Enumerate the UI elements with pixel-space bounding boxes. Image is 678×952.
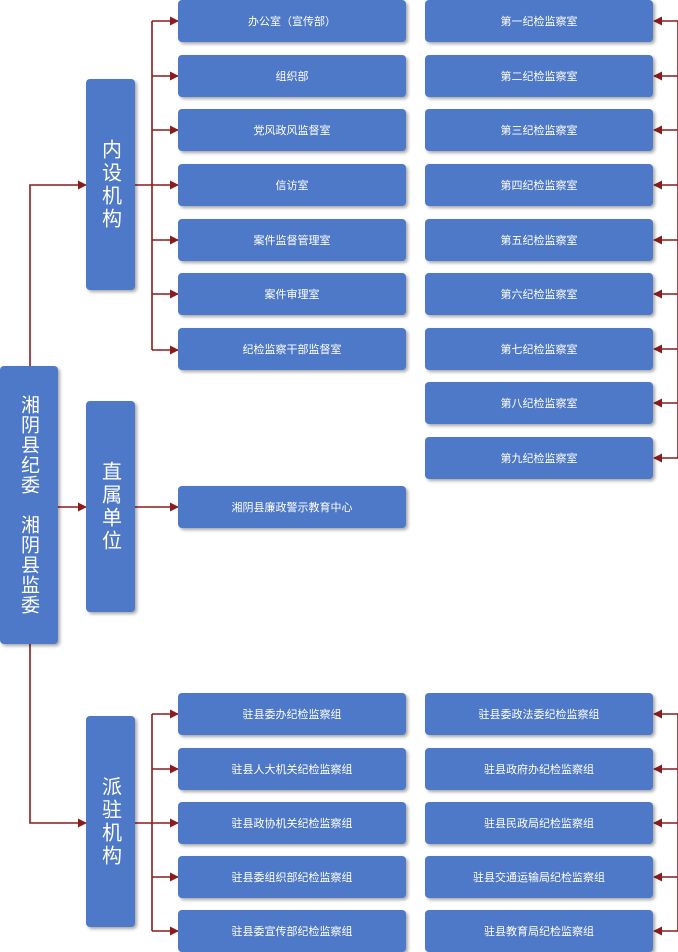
inspection-room-3: 第三纪检监察室	[425, 109, 653, 151]
stationed-group-right-3: 驻县民政局纪检监察组	[425, 802, 653, 844]
dept-office: 办公室（宣传部）	[178, 0, 406, 42]
stationed-group-right-5: 驻县教育局纪检监察组	[425, 910, 653, 952]
branch-direct: 直属单位	[86, 401, 135, 612]
inspection-room-6: 第六纪检监察室	[425, 273, 653, 315]
inspection-room-5: 第五纪检监察室	[425, 219, 653, 261]
dept-cadre-supervision: 纪检监察干部监督室	[178, 328, 406, 370]
direct-unit-education-center: 湘阴县廉政警示教育中心	[178, 486, 406, 528]
stationed-group-left-4: 驻县委组织部纪检监察组	[178, 856, 406, 898]
stationed-group-right-4: 驻县交通运输局纪检监察组	[425, 856, 653, 898]
inspection-room-2: 第二纪检监察室	[425, 55, 653, 97]
inspection-room-9: 第九纪检监察室	[425, 437, 653, 479]
inspection-room-8: 第八纪检监察室	[425, 382, 653, 424]
dept-party-style-supervision: 党风政风监督室	[178, 109, 406, 151]
stationed-group-left-3: 驻县政协机关纪检监察组	[178, 802, 406, 844]
stationed-group-left-2: 驻县人大机关纪检监察组	[178, 748, 406, 790]
connector-root-stationed	[29, 644, 87, 828]
stationed-group-right-2: 驻县政府办纪检监察组	[425, 748, 653, 790]
inspection-room-1: 第一纪检监察室	[425, 0, 653, 42]
branch-stationed: 派驻机构	[86, 716, 135, 927]
dept-organization: 组织部	[178, 55, 406, 97]
stationed-group-right-1: 驻县委政法委纪检监察组	[425, 693, 653, 735]
stationed-group-left-5: 驻县委宣传部纪检监察组	[178, 910, 406, 952]
stationed-group-left-1: 驻县委办纪检监察组	[178, 693, 406, 735]
dept-petition: 信访室	[178, 164, 406, 206]
inspection-room-7: 第七纪检监察室	[425, 328, 653, 370]
root-node: 湘阴县纪委 湘阴县监委	[0, 366, 58, 644]
dept-case-supervision: 案件监督管理室	[178, 219, 406, 261]
connector-root-internal	[29, 180, 87, 366]
inspection-room-4: 第四纪检监察室	[425, 164, 653, 206]
branch-internal: 内设机构	[86, 79, 135, 290]
dept-case-review: 案件审理室	[178, 273, 406, 315]
